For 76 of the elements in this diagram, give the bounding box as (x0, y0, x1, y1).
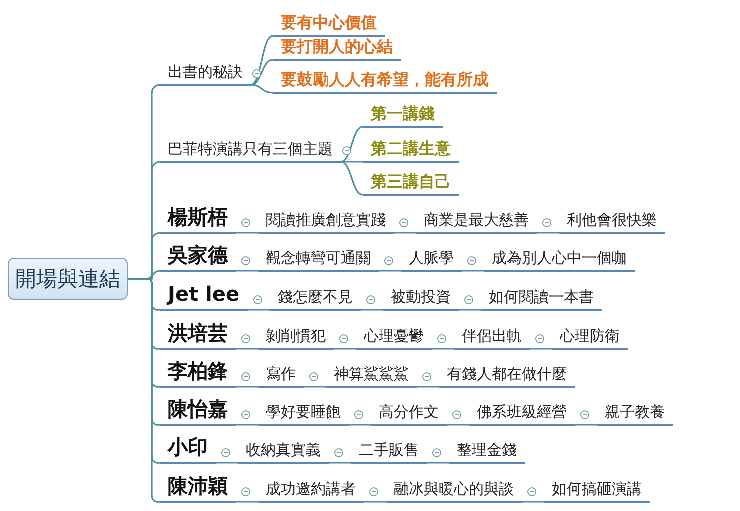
connector-line (575, 424, 597, 426)
subtopic: 成功邀約講者 (258, 480, 364, 503)
subtopic: 收納真實義 (238, 441, 329, 464)
speaker-name: 小印 (160, 435, 216, 464)
subtopic: 高分作文 (371, 403, 447, 426)
subtopic: 寫作 (258, 365, 304, 388)
connector-line (361, 309, 383, 311)
subtopic: 二手販售 (351, 441, 427, 464)
connector-line (537, 232, 559, 234)
connector-line (236, 348, 258, 350)
speaker-name: 吳家德 (160, 243, 236, 272)
connector-line (530, 348, 552, 350)
subtopic: 第三講自己 (363, 172, 459, 196)
branch-topic: 出書的秘訣 (160, 63, 251, 86)
speaker-name: 陳沛穎 (160, 474, 236, 503)
branch-topic: 巴菲特演講只有三個主題 (160, 140, 341, 163)
subtopic: 整理金錢 (449, 441, 525, 464)
subtopic: 剝削慣犯 (258, 327, 334, 350)
subtopic: 心理防衛 (552, 327, 628, 350)
speaker-name: 陳怡嘉 (160, 397, 236, 426)
connector-line (250, 59, 274, 86)
connector-line (250, 35, 274, 86)
connector-line (447, 424, 469, 426)
subtopic: 商業是最大慈善 (416, 211, 537, 234)
subtopic: 神算鯊鯊鯊 (326, 365, 417, 388)
subtopic: 佛系班級經營 (469, 403, 575, 426)
connector-line (394, 232, 416, 234)
speaker-name: 李柏鋒 (160, 359, 236, 388)
speaker-name: 楊斯梧 (160, 205, 236, 234)
subtopic: 要打開人的心結 (273, 37, 401, 61)
connector-line (522, 501, 544, 503)
connector-line (432, 348, 454, 350)
connector-line (340, 161, 364, 196)
subtopic: 觀念轉彎可通關 (258, 249, 379, 272)
connector-line (340, 126, 364, 163)
subtopic: 錢怎麼不見 (270, 288, 361, 311)
subtopic: 要鼓勵人人有希望，能有所成 (273, 70, 497, 94)
connector-line (128, 278, 160, 503)
subtopic: 親子教養 (597, 403, 673, 426)
connector-line (329, 462, 351, 464)
connector-line (236, 501, 258, 503)
connector-line (236, 232, 258, 234)
connector-line (341, 161, 363, 163)
subtopic: 融冰與暖心的與談 (386, 480, 522, 503)
subtopic: 學好要睡飽 (258, 403, 349, 426)
subtopic: 如何搞砸演講 (544, 480, 650, 503)
subtopic: 有錢人都在做什麼 (439, 365, 575, 388)
connector-line (459, 309, 481, 311)
connector-line (236, 424, 258, 426)
connector-line (248, 309, 270, 311)
subtopic: 閱讀推廣創意實踐 (258, 211, 394, 234)
connector-line (304, 386, 326, 388)
subtopic: 第二講生意 (363, 139, 459, 163)
speaker-name: Jet lee (160, 282, 248, 311)
subtopic: 利他會很快樂 (559, 211, 665, 234)
subtopic: 被動投資 (383, 288, 459, 311)
subtopic: 如何閱讀一本書 (481, 288, 602, 311)
subtopic: 伴侶出軌 (454, 327, 530, 350)
connector-line (236, 386, 258, 388)
connector-line (216, 462, 238, 464)
connector-line (334, 348, 356, 350)
speaker-name: 洪培芸 (160, 321, 236, 350)
subtopic: 第一講錢 (363, 104, 443, 128)
connector-line (236, 270, 258, 272)
connector-line (427, 462, 449, 464)
connector-line (364, 501, 386, 503)
subtopic: 要有中心價值 (273, 13, 385, 37)
connector-line (462, 270, 484, 272)
subtopic: 心理憂鬱 (356, 327, 432, 350)
connector-line (379, 270, 401, 272)
central-topic-box: 開場與連結 (8, 258, 128, 300)
connector-line (417, 386, 439, 388)
connector-line (250, 84, 274, 94)
connector-line (349, 424, 371, 426)
subtopic: 人脈學 (401, 249, 462, 272)
subtopic: 成為別人心中一個咖 (484, 249, 635, 272)
